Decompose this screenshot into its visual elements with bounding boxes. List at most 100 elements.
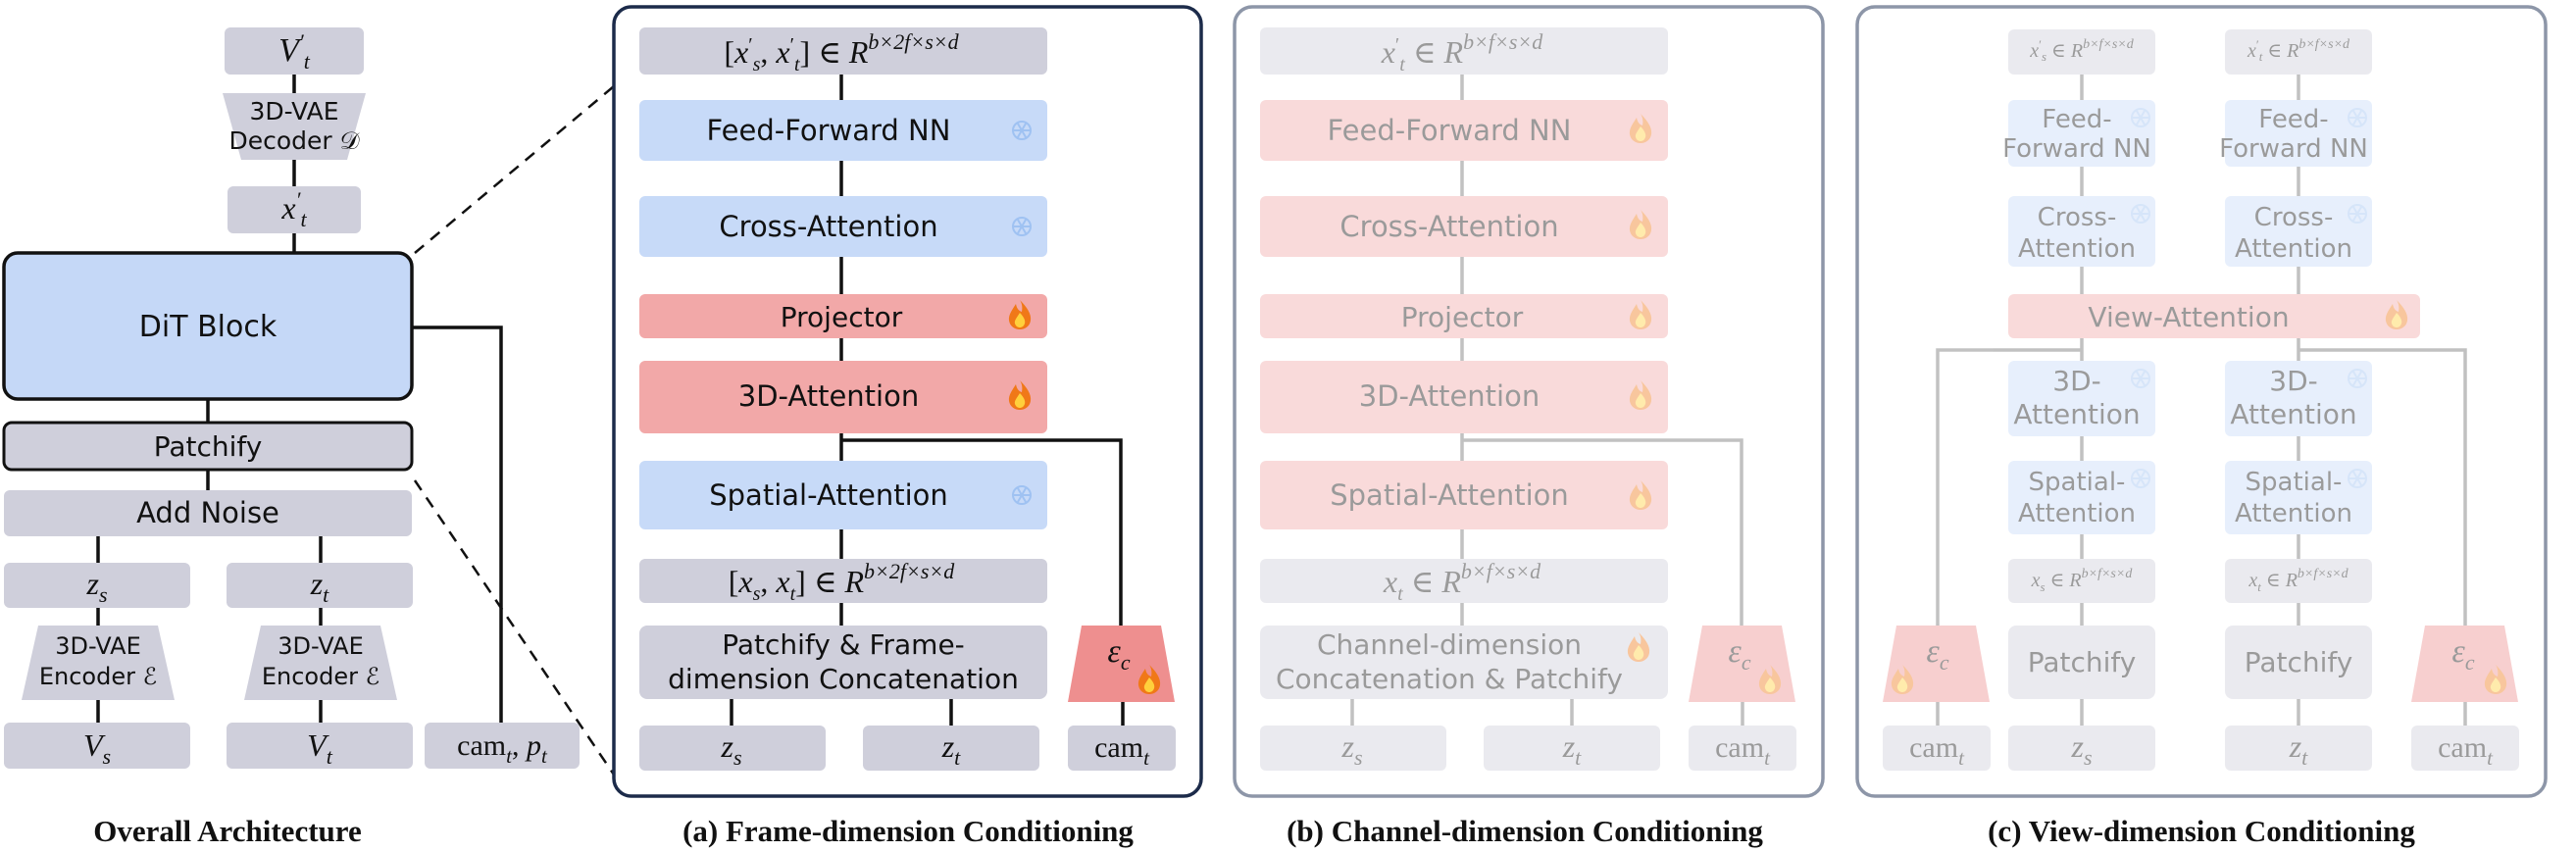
a-concat-line2: dimension Concatenation: [668, 663, 1019, 695]
b-cross-box: [1260, 196, 1668, 257]
c-spatial-right-line2: Attention: [2235, 499, 2352, 528]
a-zt-box: [863, 726, 1039, 771]
patchify-label: Patchify: [154, 430, 263, 463]
c-view-attention-label: View-Attention: [2088, 301, 2289, 333]
patchify-box: [2, 421, 414, 472]
c-ffn-right-line2: Forward NN: [2219, 134, 2368, 164]
c-cam-right-label: camt: [2438, 731, 2494, 770]
c-3d-right-line1: 3D-: [2269, 365, 2317, 397]
panel-a-frame-conditioning: [x′s, x′t] ∈ Rb×2f×s×d Feed-Forward NN C…: [612, 5, 1203, 848]
b-cross-label: Cross-Attention: [1339, 210, 1558, 243]
panel-b-channel-conditioning: x′t ∈ Rb×f×s×d Feed-Forward NN Cross-Att…: [1233, 5, 1825, 848]
c-mid-right-box: [2225, 559, 2372, 603]
b-concat-line1: Channel-dimension: [1317, 628, 1582, 661]
c-3d-left-line2: Attention: [2013, 398, 2140, 430]
c-3d-right-box: [2225, 361, 2372, 436]
a-top-box: [639, 27, 1047, 75]
a-mid-box: [639, 559, 1047, 603]
b-zt-box: [1484, 726, 1660, 771]
v-out-label: V′t: [278, 29, 311, 74]
c-cam-left-label: camt: [1909, 731, 1965, 770]
decoder-line2: Decoder 𝒟: [228, 126, 359, 155]
c-mid-left-box: [2008, 559, 2155, 603]
x-out-label: x′t: [280, 187, 307, 231]
c-3d-right-line2: Attention: [2230, 398, 2356, 430]
vt-box: [227, 723, 413, 769]
add-noise-box: [4, 490, 412, 536]
c-ffn-right-line1: Feed-: [2258, 105, 2328, 134]
b-ffn-label: Feed-Forward NN: [1328, 114, 1572, 147]
b-mid-label: xt ∈ Rb×f×s×d: [1383, 559, 1541, 605]
c-top-left-box: [2008, 29, 2155, 75]
v-out-box: [225, 27, 364, 75]
cam-p-box: [425, 723, 580, 769]
encoder-t-line1: 3D-VAE: [278, 632, 363, 660]
c-zs-box: [2008, 726, 2155, 771]
c-patchify-right-label: Patchify: [2245, 646, 2353, 678]
a-cross-label: Cross-Attention: [719, 210, 937, 243]
c-3d-left-line1: 3D-: [2052, 365, 2100, 397]
b-zs-box: [1260, 726, 1446, 771]
c-ffn-left-line2: Forward NN: [2002, 134, 2151, 164]
encoder-t-line2: Encoder ℰ: [262, 663, 379, 690]
caption-c: (c) View-dimension Conditioning: [1988, 814, 2415, 848]
c-ffn-left-box: [2008, 100, 2155, 167]
a-concat-box: [639, 626, 1047, 699]
a-ffn-box: [639, 100, 1047, 161]
dit-block: [2, 251, 414, 401]
panel-c-view-conditioning: x′s ∈ Rb×f×s×d x′t ∈ Rb×f×s×d Feed- Forw…: [1855, 5, 2548, 848]
overall-architecture: V′t 3D-VAE Decoder 𝒟 x′t DiT Block Patch…: [2, 27, 616, 848]
b-top-label: x′t ∈ Rb×f×s×d: [1381, 29, 1544, 75]
a-spatial-box: [639, 461, 1047, 529]
c-top-right-label: x′t ∈ Rb×f×s×d: [2247, 37, 2350, 64]
c-zt-box: [2225, 726, 2372, 771]
b-spatial-box: [1260, 461, 1668, 529]
dit-label: DiT Block: [139, 310, 278, 344]
c-spatial-left-line2: Attention: [2018, 499, 2136, 528]
c-cross-left-line1: Cross-: [2038, 203, 2117, 232]
c-cross-left-box: [2008, 196, 2155, 267]
b-projector-box: [1260, 294, 1668, 338]
encoder-t-box: [244, 626, 397, 700]
a-3d-attention-box: [639, 361, 1047, 433]
c-3d-left-box: [2008, 361, 2155, 436]
panel-c-border: [1855, 5, 2548, 798]
c-cross-right-box: [2225, 196, 2372, 267]
a-cam-box: [1068, 726, 1176, 771]
a-zs-box: [639, 726, 826, 771]
caption-overall: Overall Architecture: [93, 814, 361, 848]
c-top-left-label: x′s ∈ Rb×f×s×d: [2029, 37, 2135, 64]
a-cross-box: [639, 196, 1047, 257]
a-3d-attention-label: 3D-Attention: [738, 379, 919, 413]
c-patchify-left-box: [2008, 626, 2155, 699]
zt-box: [227, 563, 413, 608]
b-concat-box: [1260, 626, 1668, 699]
decoder-line1: 3D-VAE: [249, 97, 338, 125]
c-spatial-left-box: [2008, 461, 2155, 534]
caption-a: (a) Frame-dimension Conditioning: [682, 814, 1134, 848]
b-concat-line2: Concatenation & Patchify: [1276, 663, 1623, 695]
c-cam-left-box: [1883, 726, 1991, 771]
b-spatial-label: Spatial-Attention: [1330, 478, 1569, 512]
c-spatial-right-box: [2225, 461, 2372, 534]
b-projector-label: Projector: [1401, 301, 1524, 333]
c-spatial-left-line1: Spatial-: [2029, 468, 2126, 497]
c-patchify-right-box: [2225, 626, 2372, 699]
x-out-box: [227, 186, 361, 233]
c-cam-right-box: [2411, 726, 2519, 771]
b-mid-box: [1260, 559, 1668, 603]
a-concat-line1: Patchify & Frame-: [722, 628, 965, 661]
c-cross-right-line1: Cross-: [2254, 203, 2334, 232]
c-top-right-box: [2225, 29, 2372, 75]
c-patchify-left-label: Patchify: [2028, 646, 2137, 678]
a-ffn-label: Feed-Forward NN: [707, 114, 951, 147]
caption-b: (b) Channel-dimension Conditioning: [1287, 814, 1763, 848]
b-3d-attention-box: [1260, 361, 1668, 433]
vs-box: [4, 723, 190, 769]
panel-b-border: [1233, 5, 1825, 798]
cam-p-label: camt, pt: [457, 729, 548, 768]
b-top-box: [1260, 27, 1668, 75]
panel-a-border: [612, 5, 1203, 798]
